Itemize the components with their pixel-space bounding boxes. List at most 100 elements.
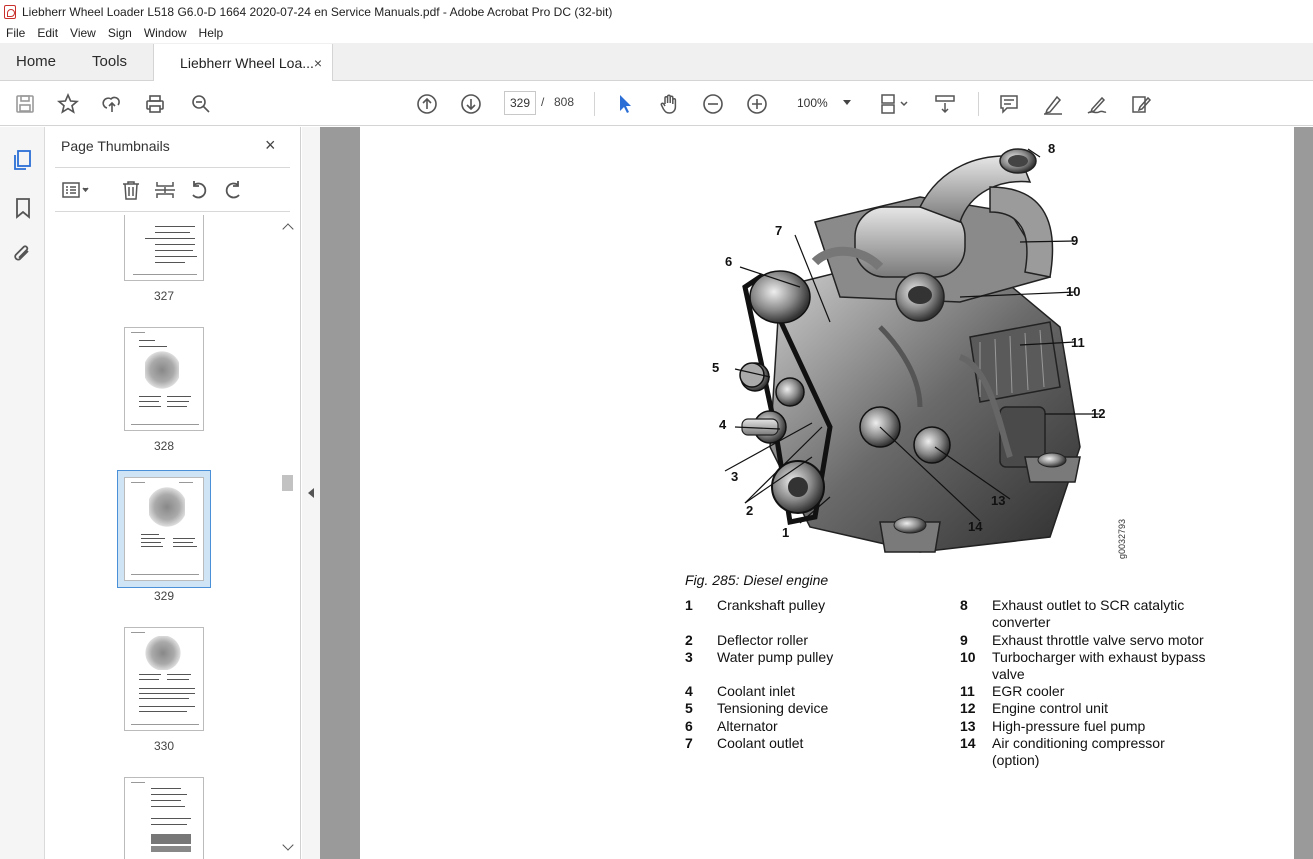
scroll-down-icon[interactable]: [282, 839, 294, 851]
total-pages: 808: [554, 95, 575, 109]
legend-text: Deflector roller: [717, 632, 809, 648]
thumbnail-page-327[interactable]: [124, 215, 204, 281]
comment-icon[interactable]: [996, 91, 1022, 117]
highlight-pen-icon[interactable]: [1040, 91, 1066, 117]
callout-14: 14: [968, 519, 983, 534]
legend-text: EGR cooler: [992, 683, 1065, 699]
figure-caption: Fig. 285: Diesel engine: [685, 572, 829, 588]
window-title: Liebherr Wheel Loader L518 G6.0-D 1664 2…: [22, 4, 613, 19]
scrollbar-thumb[interactable]: [282, 475, 293, 491]
close-tab-icon[interactable]: ×: [313, 54, 323, 71]
legend-text: Engine control unit: [992, 700, 1108, 716]
legend-number: 6: [685, 718, 693, 734]
legend-text: Water pump pulley: [717, 649, 834, 665]
thumbnail-label: 328: [153, 439, 175, 453]
bookmark-star-icon[interactable]: [55, 91, 81, 117]
thumbnail-page-330[interactable]: [124, 627, 204, 731]
page-separator: /: [541, 95, 545, 109]
menu-window[interactable]: Window: [143, 26, 187, 40]
menu-view[interactable]: View: [70, 26, 96, 40]
save-icon[interactable]: [12, 91, 38, 117]
options-menu-icon[interactable]: [61, 179, 91, 201]
zoom-level-select[interactable]: 100%: [787, 91, 857, 115]
panel-divider: [55, 167, 290, 168]
legend-text: Air conditioning compressor (option): [992, 735, 1165, 768]
legend-text: Coolant inlet: [717, 683, 795, 699]
callout-8: 8: [1048, 141, 1055, 156]
chevron-down-icon: [843, 100, 851, 105]
callout-5: 5: [712, 360, 719, 375]
thumbnail-scrollbar[interactable]: [280, 215, 296, 859]
rotate-clockwise-icon[interactable]: [221, 179, 245, 201]
select-cursor-icon[interactable]: [612, 91, 638, 117]
rotate-counterclockwise-icon[interactable]: [187, 179, 211, 201]
thumbnail-page-329[interactable]: [124, 477, 204, 581]
thumbnail-label: 330: [153, 739, 175, 753]
panel-splitter[interactable]: [302, 127, 320, 859]
zoom-level-value: 100%: [797, 96, 828, 110]
menu-help[interactable]: Help: [198, 26, 224, 40]
zoom-in-icon[interactable]: [744, 91, 770, 117]
page-display-icon[interactable]: [876, 91, 910, 117]
callout-12: 12: [1091, 406, 1105, 421]
legend-number: 4: [685, 683, 693, 699]
zoom-out-icon[interactable]: [700, 91, 726, 117]
callout-13: 13: [991, 493, 1005, 508]
thumbnail-page-328[interactable]: [124, 327, 204, 431]
bookmarks-icon[interactable]: [11, 196, 35, 220]
attachments-paperclip-icon[interactable]: [11, 242, 35, 266]
callout-3: 3: [731, 469, 738, 484]
callout-6: 6: [725, 254, 732, 269]
legend-number: 3: [685, 649, 693, 665]
menu-file[interactable]: File: [6, 26, 26, 40]
callout-9: 9: [1071, 233, 1078, 248]
diesel-engine-figure: 1 2 3 4 5 6 7 8 9 10 11 12 13 14 g003279…: [712, 141, 1127, 559]
callout-1: 1: [782, 525, 789, 540]
legend-text: Exhaust outlet to SCR catalytic converte…: [992, 597, 1185, 630]
legend-number: 13: [960, 718, 976, 734]
title-bar: Liebherr Wheel Loader L518 G6.0-D 1664 2…: [0, 0, 1313, 23]
legend-number: 14: [960, 735, 976, 751]
legend-number: 9: [960, 632, 968, 648]
insert-page-icon[interactable]: [153, 179, 177, 201]
menu-sign[interactable]: Sign: [107, 26, 132, 40]
legend-number: 10: [960, 649, 976, 665]
legend-text: Exhaust throttle valve servo motor: [992, 632, 1204, 648]
callout-7: 7: [775, 223, 782, 238]
tab-home[interactable]: Home: [16, 53, 57, 70]
callout-2: 2: [746, 503, 753, 518]
scroll-up-icon[interactable]: [282, 223, 294, 235]
share-upload-icon[interactable]: [99, 91, 125, 117]
tab-document[interactable]: Liebherr Wheel Loa... ×: [153, 44, 334, 81]
callout-4: 4: [719, 417, 727, 432]
figure-image-id: g0032793: [1117, 519, 1127, 559]
panel-title: Page Thumbnails: [61, 138, 170, 154]
next-page-icon[interactable]: [458, 91, 484, 117]
hand-tool-icon[interactable]: [656, 91, 682, 117]
page-number-input[interactable]: 329: [504, 91, 536, 115]
print-icon[interactable]: [142, 91, 168, 117]
page-thumbnails-icon[interactable]: [11, 148, 35, 172]
thumbnail-page-331[interactable]: [124, 777, 204, 859]
document-view[interactable]: 1 2 3 4 5 6 7 8 9 10 11 12 13 14 g003279…: [320, 127, 1313, 859]
legend-text: Turbocharger with exhaust bypass valve: [992, 649, 1206, 682]
collapse-panel-icon[interactable]: [308, 488, 314, 498]
tab-tools[interactable]: Tools: [92, 53, 128, 70]
legend-number: 1: [685, 597, 693, 613]
tab-document-label: Liebherr Wheel Loa...: [180, 54, 314, 71]
menu-edit[interactable]: Edit: [37, 26, 59, 40]
sign-icon[interactable]: [1084, 91, 1110, 117]
legend-number: 12: [960, 700, 976, 716]
scrolling-mode-icon[interactable]: [932, 91, 958, 117]
previous-page-icon[interactable]: [414, 91, 440, 117]
fill-and-sign-icon[interactable]: [1128, 91, 1154, 117]
toolbar-divider: [978, 92, 979, 116]
thumbnail-label: 329: [153, 589, 175, 603]
toolbar-divider: [594, 92, 595, 116]
menu-bar: File Edit View Sign Window Help: [0, 23, 1313, 43]
legend-number: 8: [960, 597, 968, 613]
delete-page-icon[interactable]: [119, 179, 143, 201]
search-zoom-icon[interactable]: [188, 91, 214, 117]
close-panel-icon[interactable]: ×: [265, 135, 276, 155]
legend-text: Alternator: [717, 718, 778, 734]
